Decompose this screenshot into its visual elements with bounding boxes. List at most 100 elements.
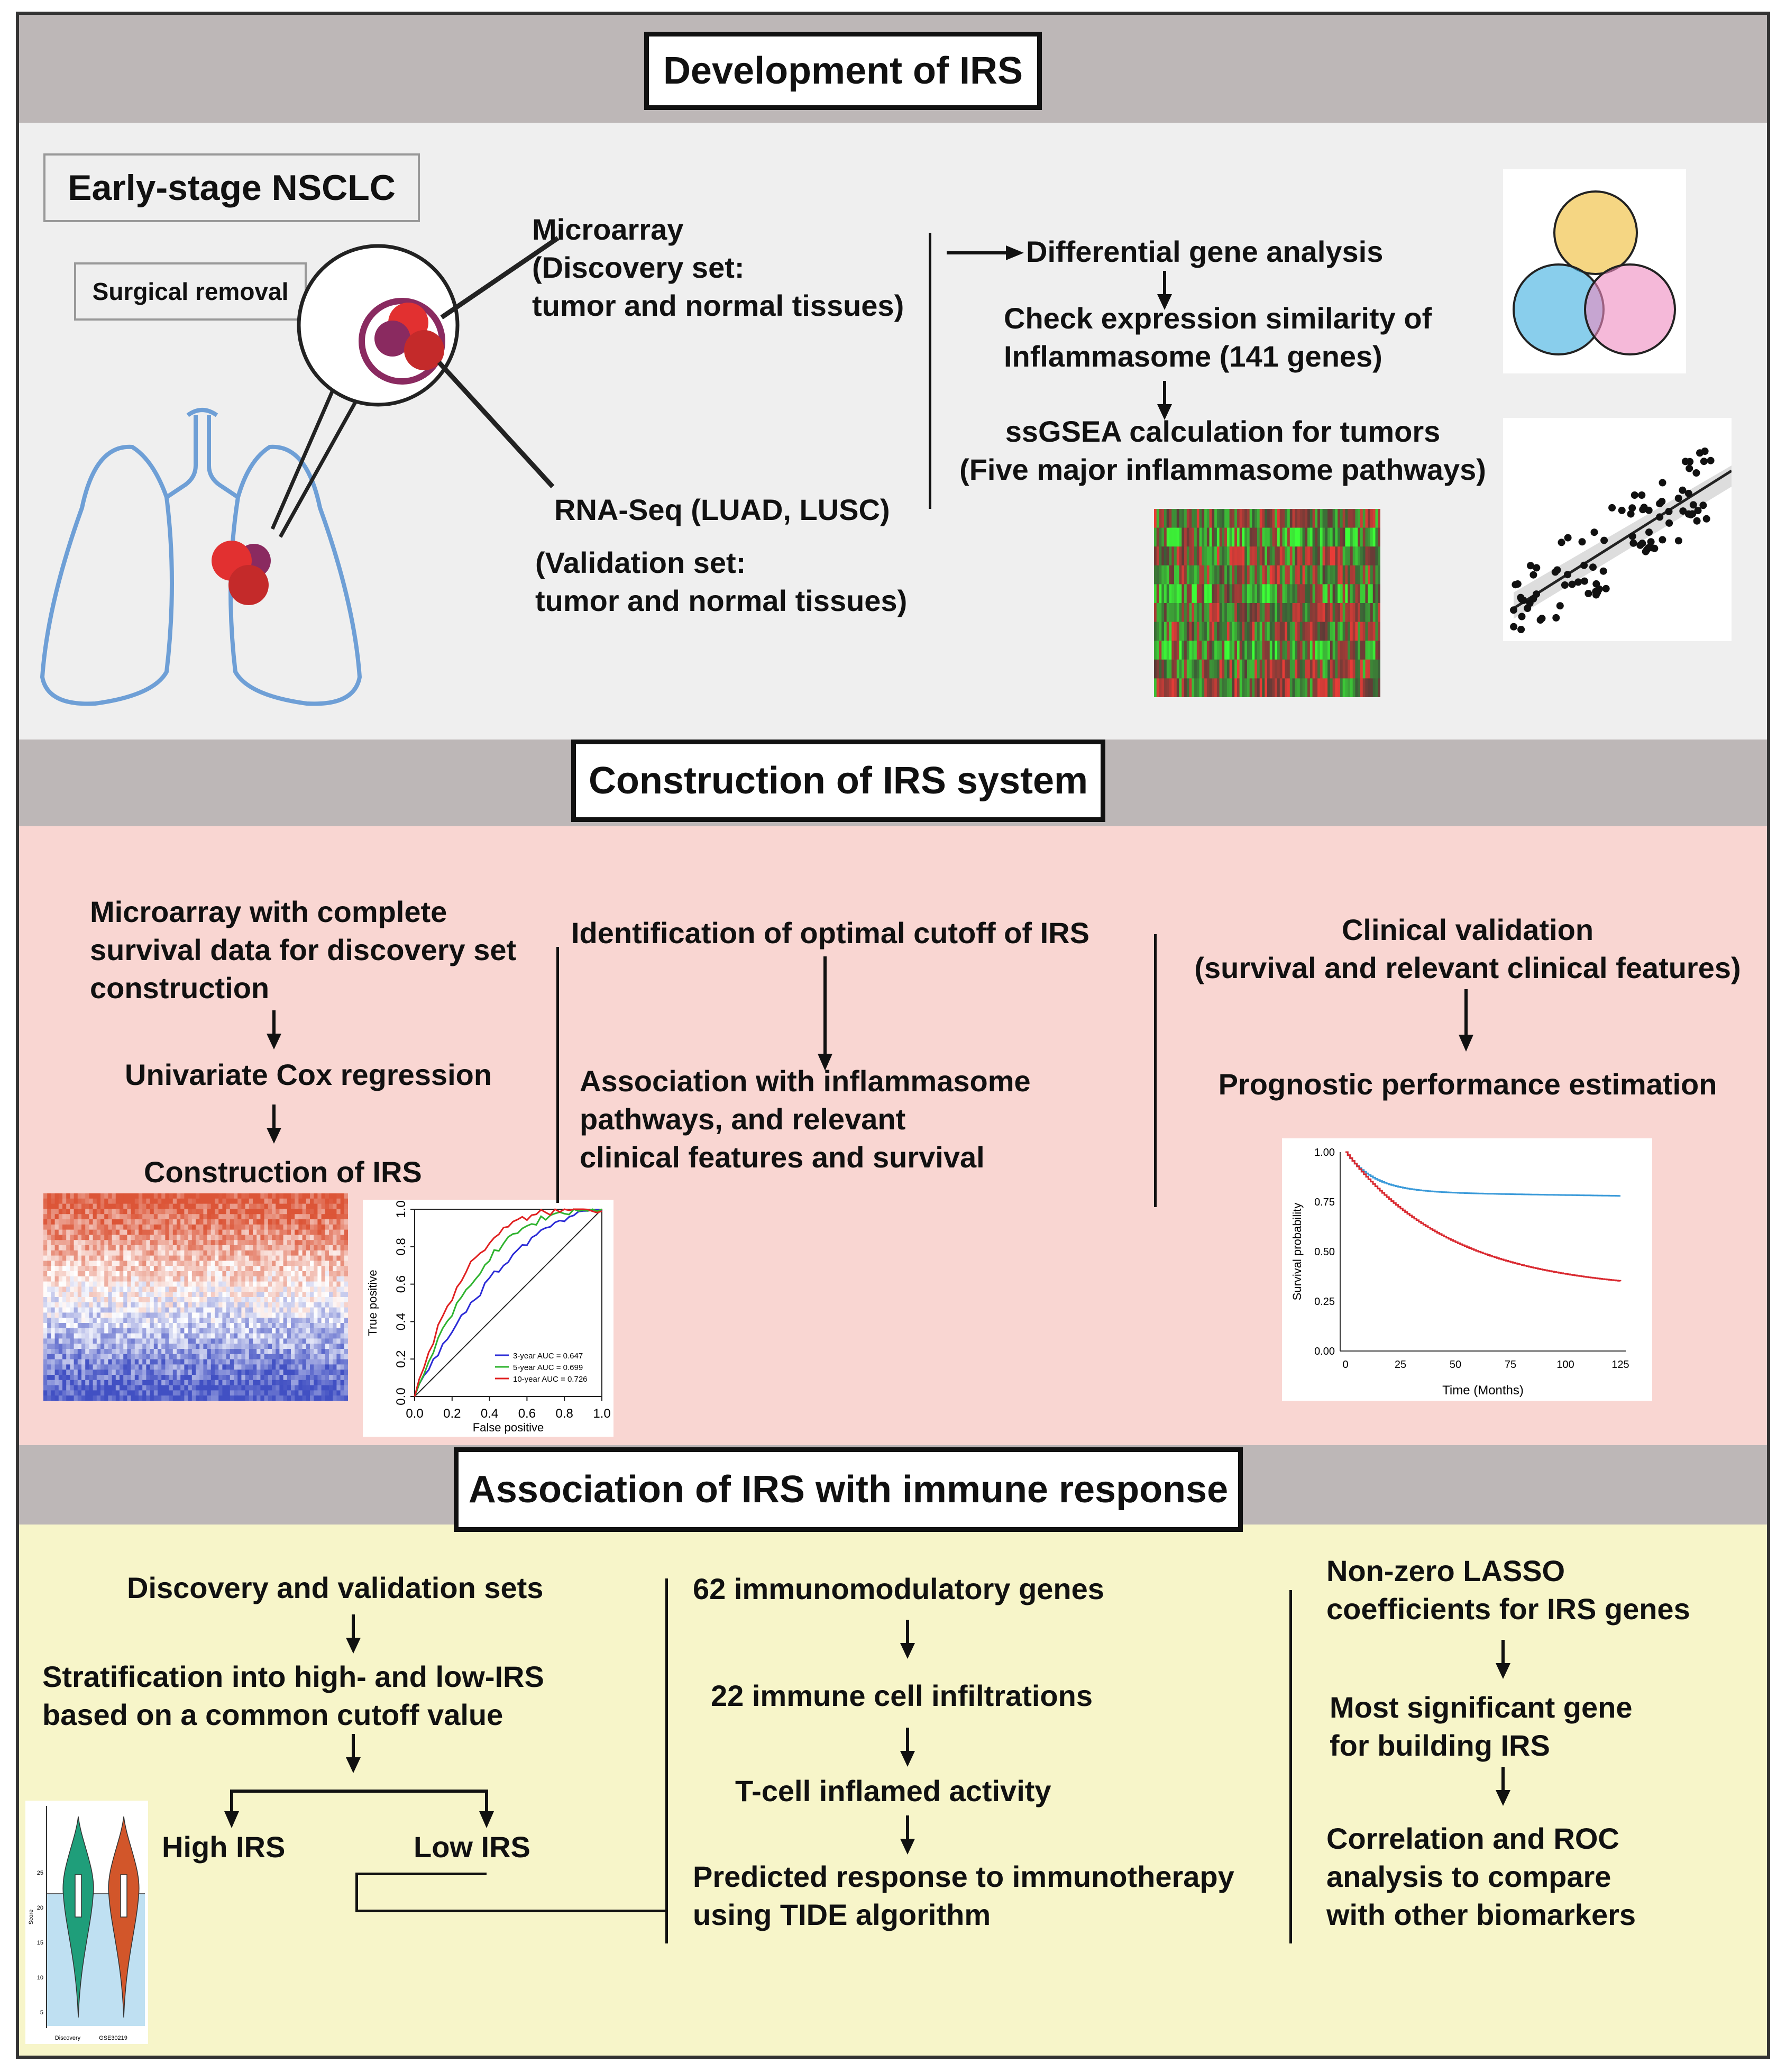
heatmap-cell (184, 1297, 189, 1303)
heatmap-cell (249, 1359, 253, 1365)
heatmap-cell (58, 1370, 63, 1375)
heatmap-cell (58, 1281, 63, 1287)
heatmap-cell (1206, 603, 1210, 623)
heatmap-cell (74, 1312, 78, 1318)
heatmap-cell (96, 1271, 101, 1277)
heatmap-cell (1206, 584, 1210, 604)
heatmap-cell (264, 1359, 269, 1365)
heatmap-cell (172, 1292, 177, 1298)
heatmap-cell (169, 1349, 173, 1355)
heatmap-cell (134, 1250, 139, 1256)
heatmap-cell (237, 1318, 242, 1323)
heatmap-cell (279, 1297, 284, 1303)
heatmap-cell (321, 1385, 326, 1391)
heatmap-cell (1285, 641, 1288, 660)
heatmap-cell (1342, 546, 1345, 566)
heatmap-cell (253, 1250, 257, 1256)
heatmap-cell (226, 1302, 231, 1308)
heatmap-cell (1267, 527, 1270, 547)
heatmap-cell (1176, 565, 1180, 585)
heatmap-cell (169, 1229, 173, 1235)
heatmap-cell (310, 1344, 314, 1349)
heatmap-cell (177, 1245, 181, 1251)
heatmap-cell (291, 1359, 295, 1365)
heatmap-cell (43, 1354, 48, 1360)
heatmap-cell (127, 1375, 132, 1381)
heatmap-cell (1179, 584, 1182, 604)
heatmap-cell (241, 1364, 246, 1370)
heatmap-cell (207, 1240, 212, 1246)
heatmap-cell (333, 1333, 337, 1339)
heatmap-cell (215, 1240, 219, 1246)
heatmap-cell (272, 1209, 276, 1215)
heatmap-cell (1237, 678, 1240, 697)
heatmap-cell (172, 1245, 177, 1251)
heatmap-cell (1262, 641, 1265, 660)
heatmap-cell (142, 1266, 146, 1272)
heatmap-cell (279, 1390, 284, 1396)
heatmap-cell (1330, 546, 1333, 566)
heatmap-cell (1186, 509, 1190, 528)
heatmap-cell (1327, 603, 1331, 623)
heatmap-cell (257, 1266, 261, 1272)
heatmap-cell (1202, 565, 1205, 585)
heatmap-cell (264, 1292, 269, 1298)
heatmap-cell (302, 1344, 307, 1349)
heatmap-cell (218, 1224, 223, 1230)
heatmap-cell (150, 1276, 154, 1282)
heatmap-cell (1322, 565, 1325, 585)
heatmap-cell (47, 1328, 51, 1334)
heatmap-cell (70, 1323, 75, 1329)
heatmap-cell (336, 1235, 341, 1240)
heatmap-cell (1179, 603, 1182, 623)
heatmap-cell (260, 1240, 265, 1246)
heatmap-cell (222, 1354, 227, 1360)
heatmap-cell (1372, 659, 1376, 679)
heatmap-cell (314, 1240, 318, 1246)
heatmap-cell (54, 1364, 59, 1370)
heatmap-cell (100, 1307, 105, 1313)
heatmap-cell (283, 1370, 288, 1375)
heatmap-cell (268, 1292, 272, 1298)
heatmap-cell (257, 1370, 261, 1375)
heatmap-cell (188, 1281, 193, 1287)
heatmap-cell (1259, 565, 1262, 585)
heatmap-cell (203, 1344, 208, 1349)
heatmap-cell (180, 1344, 185, 1349)
heatmap-cell (161, 1349, 166, 1355)
heatmap-cell (260, 1359, 265, 1365)
heatmap-cell (85, 1323, 89, 1329)
heatmap-cell (62, 1276, 67, 1282)
heatmap-cell (188, 1229, 193, 1235)
heatmap-cell (43, 1198, 48, 1204)
heatmap-cell (142, 1276, 146, 1282)
heatmap-cell (81, 1390, 86, 1396)
heatmap-cell (1156, 565, 1160, 585)
heatmap-cell (142, 1214, 146, 1220)
heatmap-cell (54, 1380, 59, 1386)
heatmap-cell (1352, 584, 1355, 604)
heatmap-cell (96, 1333, 101, 1339)
heatmap-cell (1192, 659, 1195, 679)
heatmap-cell (96, 1198, 101, 1204)
heatmap-cell (1196, 509, 1200, 528)
heatmap-cell (226, 1390, 231, 1396)
heatmap-cell (1209, 546, 1212, 566)
heatmap-cell (253, 1338, 257, 1344)
heatmap-cell (237, 1338, 242, 1344)
heatmap-cell (329, 1349, 333, 1355)
heatmap-cell (54, 1214, 59, 1220)
heatmap-cell (191, 1323, 196, 1329)
roc-curve (414, 1208, 602, 1397)
heatmap-cell (234, 1307, 238, 1313)
heatmap-cell (226, 1198, 231, 1204)
heatmap-cell (188, 1318, 193, 1323)
scatter-point (1592, 588, 1600, 596)
heatmap-cell (184, 1354, 189, 1360)
heatmap-cell (188, 1203, 193, 1209)
heatmap-cell (1305, 678, 1308, 697)
heatmap-cell (215, 1307, 219, 1313)
heatmap-cell (196, 1385, 200, 1391)
heatmap-cell (1265, 622, 1268, 641)
heatmap-cell (153, 1390, 158, 1396)
